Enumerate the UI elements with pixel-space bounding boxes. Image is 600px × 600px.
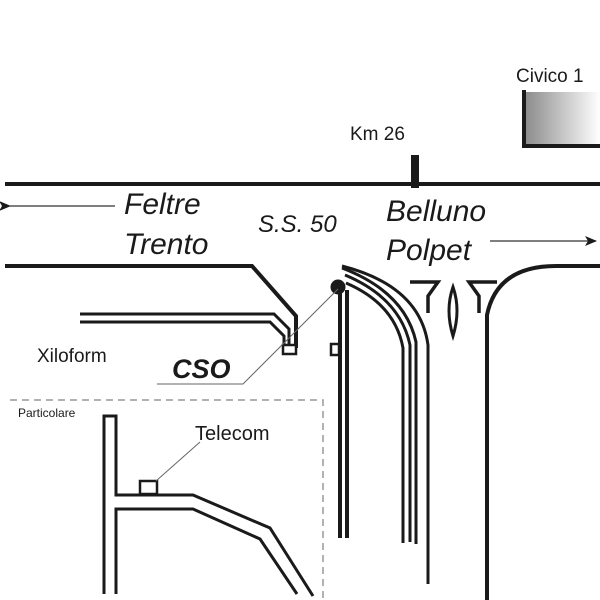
main-road-south-edge-east: [485, 264, 600, 600]
west-destination-1: Feltre: [124, 188, 201, 221]
west-destination-2: Trento: [124, 228, 208, 261]
xiloform-label: Xiloform: [37, 346, 107, 367]
ramp-curve-2: [344, 273, 412, 542]
cso-label: CSO: [172, 354, 231, 384]
junction-point-icon: [330, 279, 346, 295]
building-outline: [522, 90, 600, 148]
cso-leader-line: [157, 288, 339, 385]
traffic-island-left: [410, 280, 442, 313]
civico-label: Civico 1: [516, 66, 584, 87]
km-label: Km 26: [350, 124, 405, 145]
traffic-island-right: [465, 280, 497, 313]
building-shape: [524, 92, 600, 144]
km-marker-icon: [411, 155, 419, 188]
cso-cabinet-icon: [281, 343, 298, 356]
telecom-leader-line: [155, 441, 201, 482]
ramp-curve-3: [345, 281, 405, 543]
inset-road-south: [114, 507, 299, 595]
east-destination-1: Belluno: [386, 195, 486, 228]
east-destination-2: Polpet: [386, 234, 473, 267]
cabinet-icon: [329, 342, 341, 357]
ramp-curve-outer: [341, 264, 430, 584]
telecom-label: Telecom: [195, 423, 269, 445]
inset-title: Particolare: [18, 406, 76, 420]
civico-building: [522, 90, 600, 148]
inset-frame: [10, 399, 324, 600]
road-name-label: S.S. 50: [258, 211, 337, 238]
ramp-curve-1: [341, 266, 418, 544]
xiloform-road-south: [80, 320, 286, 345]
main-road-south-edge-west: [5, 264, 298, 348]
telecom-cabinet-icon: [138, 479, 159, 496]
traffic-island-center: [447, 282, 459, 342]
xiloform-road-north: [80, 312, 291, 345]
inset-road-north: [102, 414, 315, 597]
